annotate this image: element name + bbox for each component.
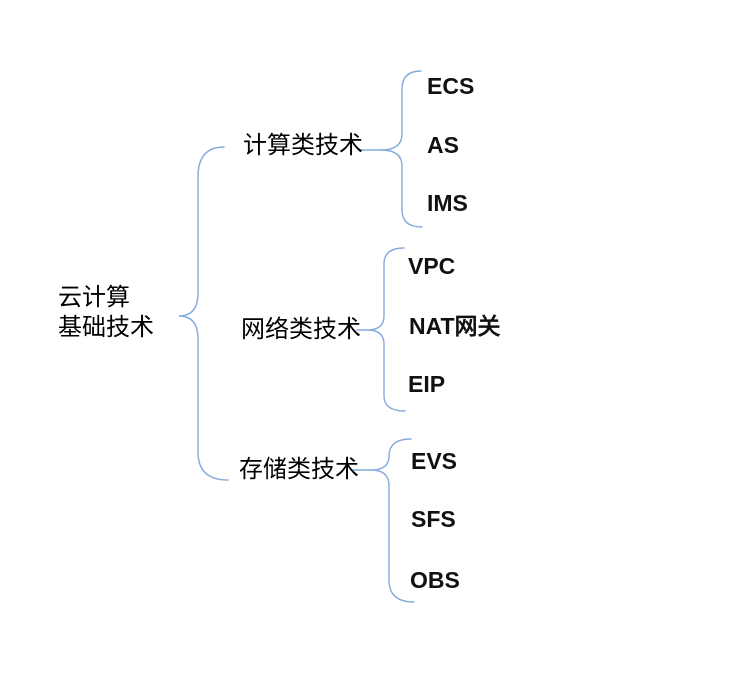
leaf-ecs: ECS — [427, 73, 475, 99]
leaf-obs: OBS — [410, 567, 460, 593]
branch-label-network: 网络类技术 — [241, 317, 361, 343]
leaf-eip: EIP — [408, 371, 446, 397]
leaf-nat-gateway: NAT网关 — [409, 313, 501, 339]
branch-label-compute: 计算类技术 — [243, 133, 363, 159]
leaf-sfs: SFS — [411, 506, 456, 532]
network-children-brace — [366, 247, 406, 412]
root-label-line2: 基础技术 — [58, 315, 154, 341]
root-label-line1: 云计算 — [58, 285, 130, 311]
compute-children-brace — [380, 70, 423, 228]
branch-label-storage: 存储类技术 — [239, 457, 359, 483]
leaf-ims: IMS — [427, 190, 468, 216]
leaf-as: AS — [427, 132, 459, 158]
leaf-vpc: VPC — [408, 253, 456, 279]
root-node: 云计算 基础技术 — [58, 283, 154, 343]
storage-children-brace — [370, 438, 415, 603]
leaf-evs: EVS — [411, 448, 458, 474]
root-brace — [178, 146, 229, 481]
